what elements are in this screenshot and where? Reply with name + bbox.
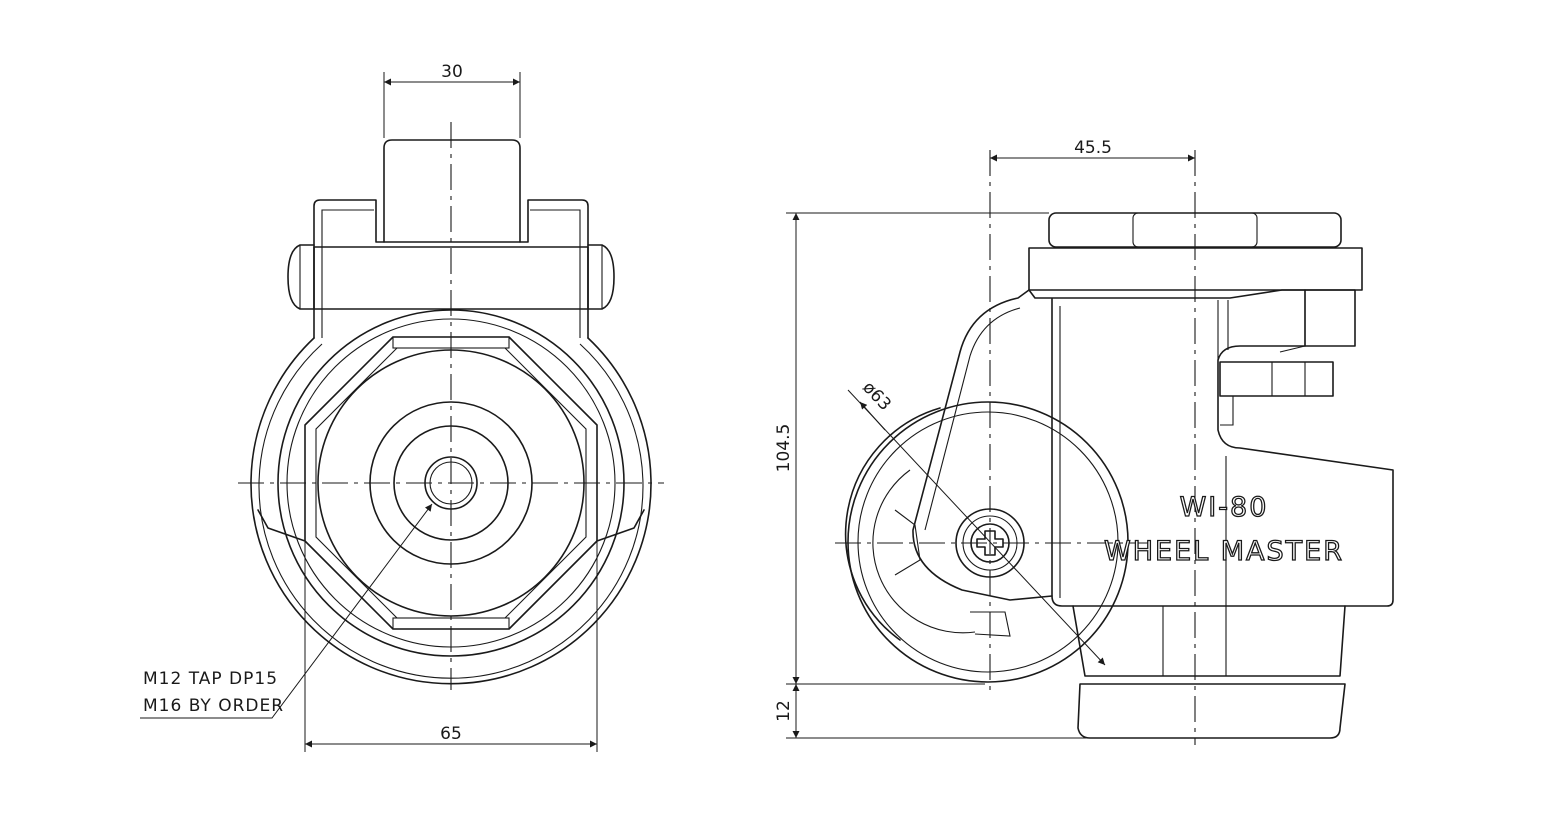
side-base-pad bbox=[1072, 605, 1346, 677]
side-swivel-arm bbox=[912, 289, 1053, 601]
side-dim-104-label: 104.5 bbox=[774, 424, 794, 473]
front-knob-left bbox=[287, 244, 315, 310]
side-dim-dia-label: ø63 bbox=[858, 378, 894, 415]
side-dim-dia-line bbox=[847, 389, 1106, 666]
side-dim-45-label: 45.5 bbox=[1074, 138, 1112, 158]
side-housing bbox=[1028, 289, 1394, 607]
side-wheel-outer bbox=[847, 401, 1129, 683]
brand-label: WHEEL MASTER bbox=[1104, 536, 1344, 567]
side-dim-12-label: 12 bbox=[774, 700, 794, 722]
thread-note-line2: M16 BY ORDER bbox=[143, 696, 284, 716]
thread-note-leader bbox=[140, 503, 433, 719]
model-label: WI-80 bbox=[1180, 492, 1269, 523]
front-knob-right bbox=[587, 244, 615, 310]
side-lever bbox=[1219, 361, 1334, 397]
front-dim-30-label: 30 bbox=[441, 62, 463, 82]
thread-note-line1: M12 TAP DP15 bbox=[143, 669, 278, 689]
side-view: WI-80 WHEEL MASTER 45.5 104.5 12 ø63 bbox=[774, 138, 1394, 745]
front-dim-65-label: 65 bbox=[440, 724, 462, 744]
front-stem bbox=[383, 139, 521, 243]
front-view: 30 65 M12 TAP DP15 M16 BY ORDER bbox=[140, 62, 664, 752]
front-bracket-top bbox=[313, 199, 589, 339]
